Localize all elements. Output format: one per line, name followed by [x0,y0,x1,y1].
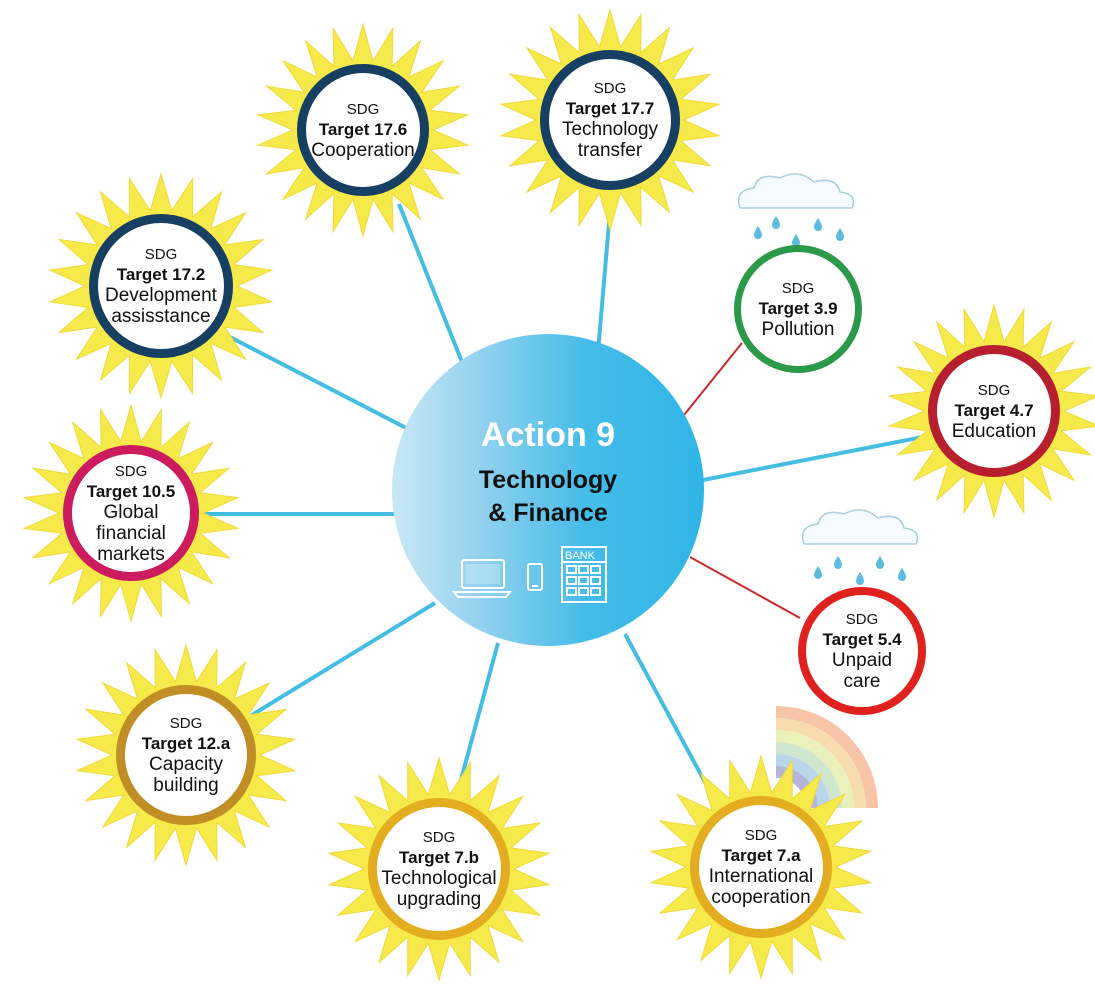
target-label: Technology [561,119,659,140]
phone-icon [527,563,543,591]
connector-t7-b [454,642,500,799]
target-number: Target 17.2 [116,265,206,284]
action-hub: Action 9 Technology & Finance BANK [392,334,704,646]
target-label: International [708,866,814,887]
target-label: Education [951,420,1037,442]
target-number: Target 7.a [721,846,801,865]
target-number: Target 17.6 [318,119,408,139]
connector-t4-7 [702,434,929,482]
target-number: Target 7.b [399,848,479,867]
rainbow-icon [775,706,878,809]
sdg-label: SDG [744,827,778,844]
target-label: cooperation [711,887,811,908]
target-number: Target 10.5 [86,481,176,501]
target-label: Technological [381,868,497,889]
target-label: Unpaid [831,650,893,671]
target-label: financial [96,522,166,544]
hub-icons: BANK [448,544,648,606]
connector-t17-2 [225,333,415,434]
sdg-label: SDG [977,381,1011,399]
target-label: building [153,775,219,796]
target-label: Capacity [149,754,223,775]
hub-subtitle-line1: Technology [478,466,618,494]
target-label: care [843,671,881,692]
bank-icon: BANK [561,546,607,603]
target-label: Global [103,501,159,523]
sdg-label: SDG [169,715,203,732]
target-number: Target 5.4 [822,630,902,649]
sdg-label: SDG [346,100,380,118]
sdg-label: SDG [593,80,627,97]
sdg-label: SDG [845,611,879,628]
hub-subtitle-line2: & Finance [488,499,608,527]
rain-cloud-icon [737,173,855,247]
svg-text:BANK: BANK [565,550,596,562]
sdg-label: SDG [114,462,148,480]
sdg-label: SDG [422,829,456,846]
target-label: Pollution [761,318,835,340]
sdg-label: SDG [144,246,178,263]
connector-t3-9 [679,342,743,421]
rain-cloud-icon [801,509,919,585]
target-number: Target 12.a [141,734,231,753]
target-number: Target 17.7 [565,99,655,118]
hub-title: Action 9 [480,416,616,454]
target-label: markets [97,543,165,565]
target-label: assisstance [111,306,211,327]
sdg-label: SDG [781,279,815,297]
target-label: Cooperation [311,139,415,161]
target-label: Development [105,285,217,306]
laptop-icon [451,559,513,598]
connector-t5-4 [689,556,801,619]
connector-t12-a [250,601,437,717]
target-number: Target 4.7 [954,400,1034,420]
connector-t17-6 [397,203,468,373]
target-label: transfer [577,140,643,161]
target-number: Target 3.9 [758,298,838,318]
target-label: upgrading [396,889,482,910]
